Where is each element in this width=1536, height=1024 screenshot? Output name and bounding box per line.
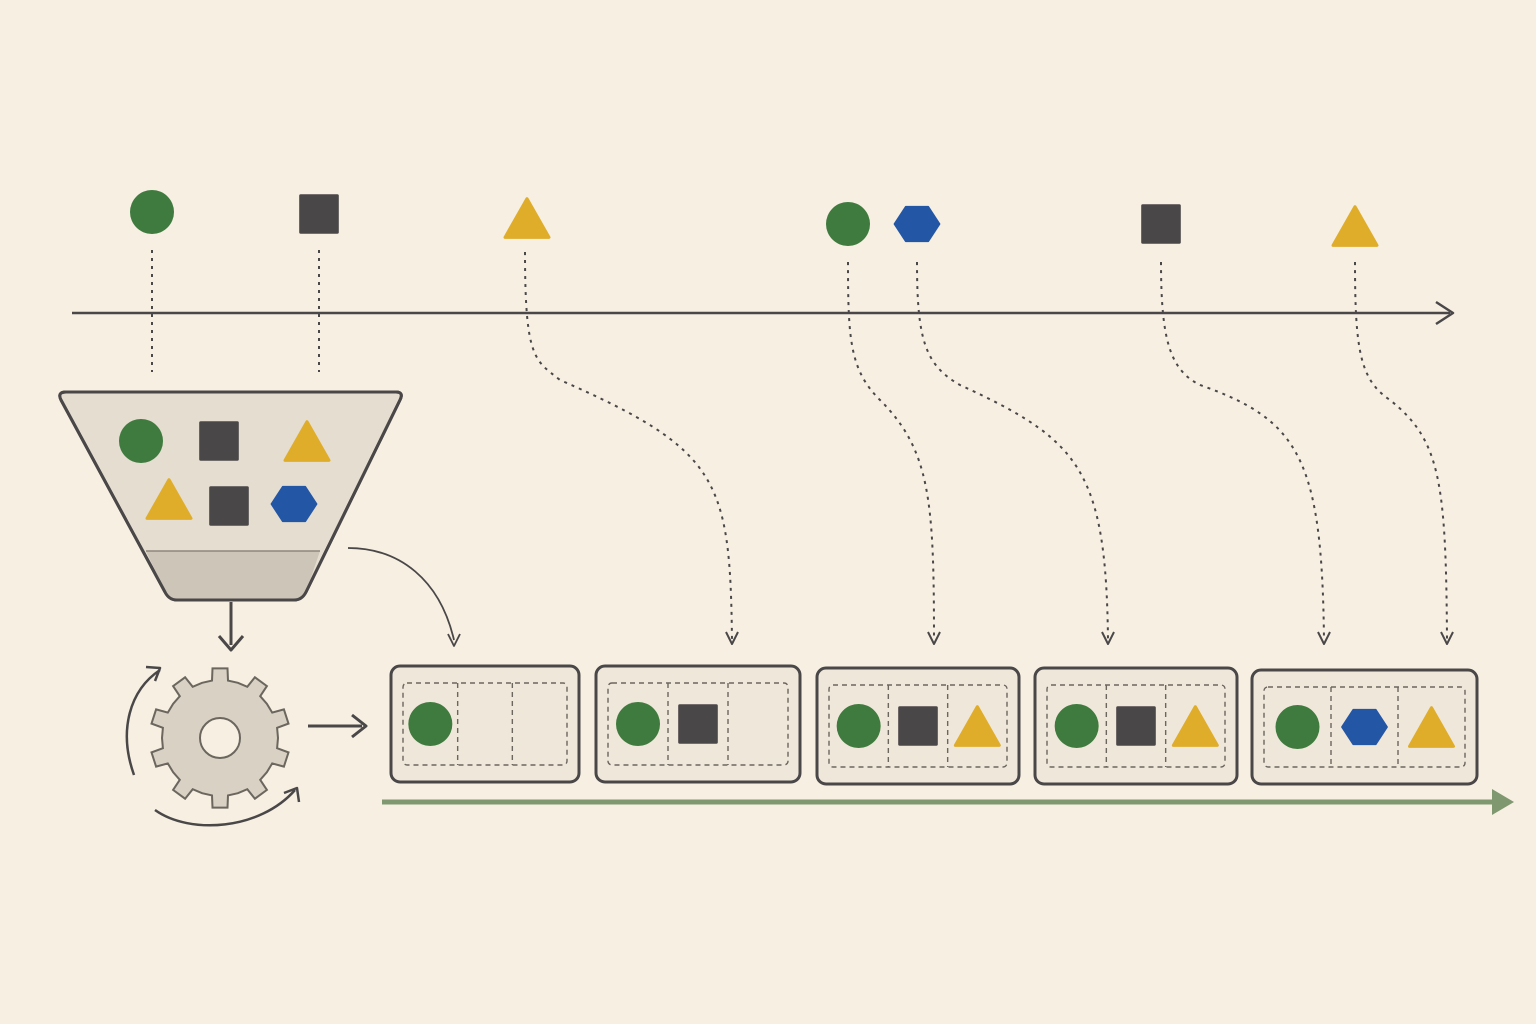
output-timeline-arrowhead xyxy=(1492,789,1514,815)
connector-line xyxy=(847,261,935,641)
output-timeline xyxy=(382,789,1514,815)
output-window xyxy=(389,664,581,784)
timeline-events xyxy=(130,190,1379,247)
hexagon-icon xyxy=(893,205,941,243)
triangle-icon xyxy=(503,197,551,239)
connector-line xyxy=(524,251,733,641)
square-icon xyxy=(1116,706,1156,746)
square-icon xyxy=(678,704,718,744)
square-icon xyxy=(299,194,339,234)
window-slots-frame xyxy=(1263,686,1466,768)
rotation-arrowhead-top xyxy=(145,665,162,682)
triangle-icon xyxy=(145,478,193,520)
funnel-contents xyxy=(119,419,331,526)
square-icon xyxy=(1141,204,1181,244)
connector-line xyxy=(916,261,1109,641)
output-window xyxy=(1250,668,1479,786)
circle-icon xyxy=(119,419,163,463)
window-slots-frame xyxy=(828,684,1008,768)
funnel-to-gear-arrowhead xyxy=(217,635,245,652)
funnel-buffer xyxy=(58,390,403,602)
connector-arrowhead xyxy=(1101,631,1115,645)
triangle-icon xyxy=(953,705,1001,747)
circle-icon xyxy=(408,702,453,746)
event-connectors xyxy=(151,250,1448,641)
rotation-arrowhead-bottom xyxy=(283,786,301,803)
window-slots-frame xyxy=(402,682,568,766)
circle-icon xyxy=(130,190,174,234)
buffer-to-window-arrowhead xyxy=(447,633,461,647)
gear-hole xyxy=(199,717,241,759)
window-frame xyxy=(389,664,581,784)
funnel-outline xyxy=(58,390,403,602)
connector-arrowhead xyxy=(1440,631,1454,645)
triangle-icon xyxy=(283,420,331,462)
connector-arrowhead xyxy=(1317,631,1331,645)
window-slots-frame xyxy=(1046,684,1226,768)
output-window xyxy=(594,664,802,784)
hexagon-icon xyxy=(1341,708,1388,746)
gear-processor xyxy=(125,665,301,827)
gear-to-windows-arrowhead xyxy=(351,713,368,739)
square-icon xyxy=(209,486,249,526)
rotation-arrow-top xyxy=(125,668,161,776)
output-window xyxy=(815,666,1021,786)
connector-line xyxy=(1354,261,1448,641)
window-slots-frame xyxy=(607,682,789,766)
timeline xyxy=(72,300,1455,326)
timeline-arrowhead xyxy=(1435,300,1455,326)
circle-icon xyxy=(836,704,881,748)
rotation-arrow-bottom xyxy=(154,789,296,827)
square-icon xyxy=(199,421,239,461)
circle-icon xyxy=(1275,705,1320,749)
triangle-icon xyxy=(1408,706,1455,748)
connector-arrowhead xyxy=(927,631,941,645)
connector-line xyxy=(1160,261,1325,641)
circle-icon xyxy=(1054,704,1099,748)
output-windows xyxy=(389,664,1479,786)
square-icon xyxy=(898,706,938,746)
connector-arrowheads xyxy=(725,631,1454,645)
hexagon-icon xyxy=(270,485,318,523)
circle-icon xyxy=(616,702,660,746)
triangle-icon xyxy=(1171,705,1219,747)
triangle-icon xyxy=(1331,205,1379,247)
funnel-bottom-band xyxy=(146,551,320,600)
output-window xyxy=(1033,666,1239,786)
circle-icon xyxy=(826,202,870,246)
buffer-to-window-arrow xyxy=(347,547,455,641)
connector-arrowhead xyxy=(725,631,739,645)
